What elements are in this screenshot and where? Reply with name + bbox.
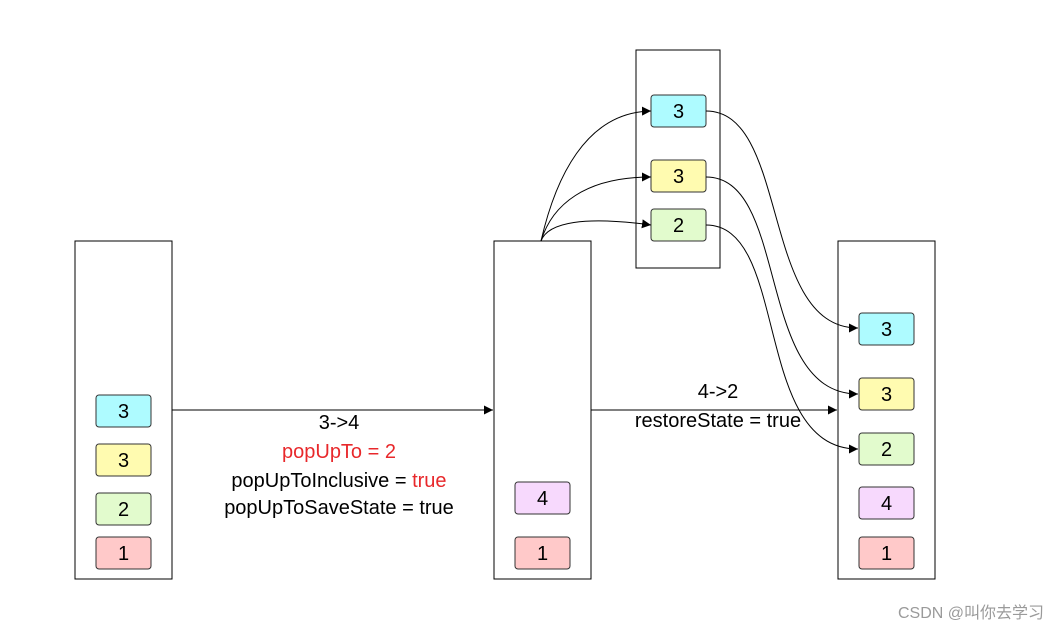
stack-item-purple xyxy=(858,486,915,520)
back-stack-after-pop xyxy=(493,240,592,580)
stack-item-label: 3 xyxy=(673,101,684,123)
initial-stack-items: 3 3 2 1 xyxy=(95,394,152,570)
annotation-text: popUpToSaveState = true xyxy=(224,497,454,519)
annotation-line: restoreState = true xyxy=(635,410,801,432)
save-curve-to-3-cyan xyxy=(540,106,652,242)
stack-item-label: 3 xyxy=(118,401,129,423)
annotation-line: 4->2 xyxy=(698,381,739,403)
stack-item-red xyxy=(95,536,152,570)
stack-item-cyan xyxy=(858,312,915,346)
stack-item-yellow xyxy=(650,159,707,193)
stack-item-label: 2 xyxy=(673,215,684,237)
annotation-line: 3->4 xyxy=(319,412,360,434)
highlighted-text: true xyxy=(412,470,446,492)
annotation-text: 4->2 xyxy=(698,381,739,403)
stack-item-green xyxy=(95,492,152,526)
restore-curve-3-cyan xyxy=(705,110,859,333)
stack-item-purple xyxy=(514,481,571,515)
annotation-line: popUpToInclusive = true xyxy=(231,470,446,492)
stack-item-cyan xyxy=(95,394,152,428)
restore-curve-3-yellow xyxy=(705,176,859,399)
stack-item-label: 2 xyxy=(118,499,129,521)
stack-item-label: 3 xyxy=(881,384,892,406)
stack-item-label: 3 xyxy=(118,450,129,472)
annotation-text: restoreState = true xyxy=(635,410,801,432)
highlighted-text: popUpTo = 2 xyxy=(282,441,396,463)
annotation-line: popUpToSaveState = true xyxy=(224,497,454,519)
restored-stack-items: 3 3 2 4 1 xyxy=(858,312,915,570)
stack-item-yellow xyxy=(95,443,152,477)
stack-item-label: 1 xyxy=(118,543,129,565)
stack-item-label: 4 xyxy=(537,488,548,510)
restore-options-annotation: 4->2 restoreState = true xyxy=(635,381,801,432)
stack-item-label: 4 xyxy=(881,493,892,515)
stack-item-red xyxy=(858,536,915,570)
save-curve-to-3-yellow xyxy=(540,172,652,242)
stack-item-label: 3 xyxy=(673,166,684,188)
stack-item-label: 1 xyxy=(881,543,892,565)
saved-stack-items: 3 3 2 xyxy=(650,94,707,242)
stack-item-label: 1 xyxy=(537,543,548,565)
save-curve-to-2-green xyxy=(540,219,652,242)
stack-item-green xyxy=(858,432,915,466)
stack-item-red xyxy=(514,536,571,570)
after-pop-stack-items: 41 xyxy=(514,481,571,570)
watermark: CSDN @叫你去学习 xyxy=(898,604,1044,622)
stack-item-label: 3 xyxy=(881,319,892,341)
stack-item-label: 2 xyxy=(881,439,892,461)
restore-curve-2-green xyxy=(705,224,859,454)
annotation-text: 3->4 xyxy=(319,412,360,434)
annotation-text: popUpToInclusive = xyxy=(231,470,412,492)
annotation-line: popUpTo = 2 xyxy=(282,441,396,463)
stack-item-yellow xyxy=(858,377,915,411)
